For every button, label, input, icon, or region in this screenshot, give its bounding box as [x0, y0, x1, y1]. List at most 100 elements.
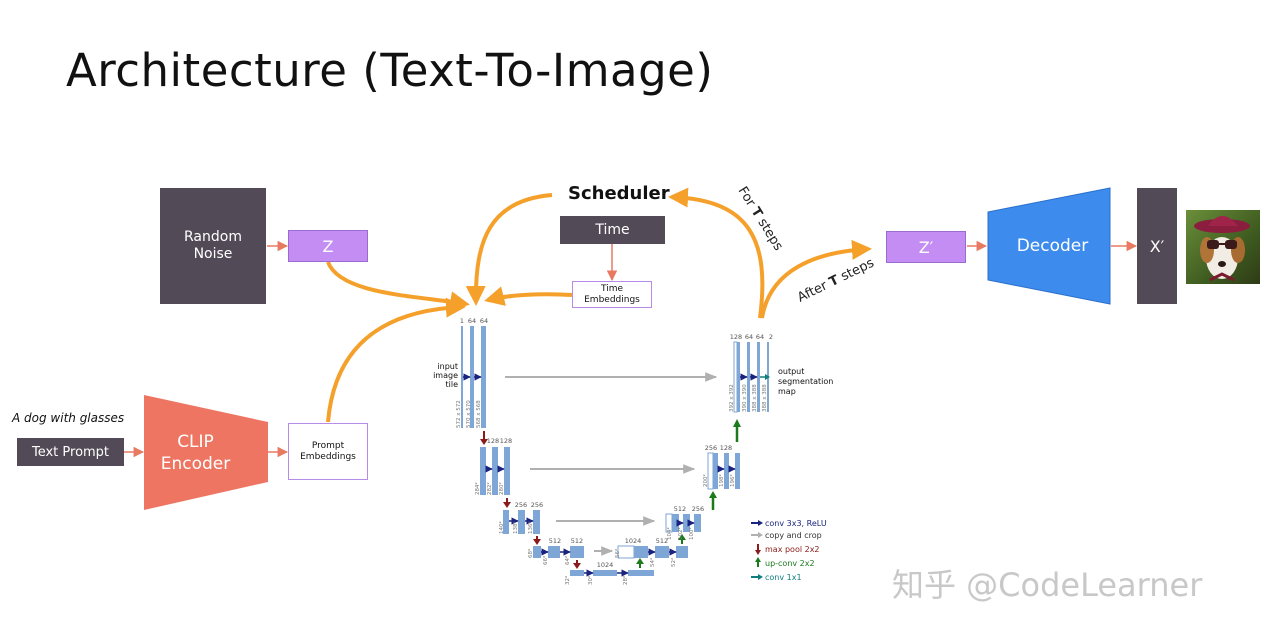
- prompt-caption: A dog with glasses: [12, 411, 125, 425]
- unet-size-label: 388 x 388: [762, 384, 768, 412]
- unet-size-label: 572 x 572: [456, 400, 462, 428]
- unet-size-label: 140²: [498, 521, 505, 534]
- unet-size-label: 390 x 390: [742, 384, 748, 412]
- unet-bar: [724, 453, 729, 489]
- decoder-label: Decoder: [1016, 236, 1089, 256]
- unet-bar: [533, 510, 540, 534]
- unet-bar: [548, 546, 560, 558]
- legend-copy-arrowhead: [758, 532, 763, 538]
- unet-channel-label: 512: [674, 505, 686, 513]
- unet-size-label: 200²: [702, 474, 709, 487]
- prompt-embeddings-to-unet-arrow: [326, 297, 466, 423]
- unet-size-label: 30²: [587, 576, 594, 585]
- unet-size-label: 68²: [527, 549, 534, 558]
- unet-channel-label: 128: [500, 437, 512, 445]
- page-title: Architecture (Text-To-Image): [66, 44, 714, 97]
- legend-conv1x1-arrowhead: [758, 574, 763, 580]
- maxpool-arrowhead: [533, 539, 541, 545]
- prompt-embeddings-box: Prompt Embeddings: [288, 423, 368, 480]
- unet-size-label: 284²: [474, 482, 481, 495]
- unet-channel-label: 1: [460, 317, 464, 325]
- unet-bar: [634, 546, 648, 558]
- unet-bar: [461, 326, 463, 428]
- unet-bar: [694, 514, 701, 532]
- upconv-arrowhead: [678, 534, 686, 540]
- conv1x1-arrowhead: [765, 374, 770, 380]
- decoder-shape: [987, 187, 1111, 305]
- unet-bar: [655, 546, 669, 558]
- unet-bar: [683, 514, 690, 532]
- scheduler-to-unet-arrow: [465, 193, 553, 306]
- unet-size-label: 64²: [564, 556, 571, 565]
- unet-channel-label: 256: [531, 501, 543, 509]
- unet-bar: [628, 570, 654, 576]
- unet-size-label: 32²: [564, 576, 571, 585]
- unet-channel-label: 64: [480, 317, 488, 325]
- unet-bar: [737, 342, 740, 412]
- unet-size-label: 52²: [670, 558, 677, 567]
- unet-bar: [757, 342, 760, 412]
- unet-to-zprime-arrow: [760, 239, 872, 319]
- time-embeddings-to-unet-arrow: [484, 286, 573, 306]
- unet-bar: [570, 546, 584, 558]
- unet-channel-label: 512: [549, 537, 561, 545]
- text-prompt-box: Text Prompt: [17, 438, 124, 466]
- unet-bar: [503, 510, 509, 534]
- unet-size-label: 100²: [688, 527, 695, 540]
- unet-channel-label: 512: [656, 537, 668, 545]
- unet-channel-label: 256: [515, 501, 527, 509]
- upconv-arrowhead: [636, 558, 644, 564]
- unet-size-label: 104²: [666, 527, 673, 540]
- glasses-lens: [1225, 240, 1237, 249]
- legend-label: up-conv 2x2: [765, 559, 815, 568]
- unet-channel-label: 128: [730, 333, 742, 341]
- upconv-arrowhead: [733, 419, 741, 427]
- unet-size-label: 388 x 388: [752, 384, 758, 412]
- legend-conv-arrowhead: [758, 520, 763, 526]
- time-box: Time: [560, 216, 665, 244]
- unet-output-label: output segmentation map: [778, 367, 834, 396]
- unet-channel-label: 1024: [625, 537, 642, 545]
- legend-maxpool-arrowhead: [755, 550, 761, 555]
- dog-nose: [1218, 261, 1226, 267]
- unet-bar: [480, 447, 486, 495]
- unet-bar: [747, 342, 750, 412]
- unet-channel-label: 128: [720, 444, 732, 452]
- random-noise-box: Random Noise: [160, 188, 266, 304]
- legend-label: max pool 2x2: [765, 545, 820, 554]
- unet-bar: [481, 326, 486, 428]
- z-to-unet-arrow: [326, 261, 470, 312]
- legend-label: conv 1x1: [765, 573, 802, 582]
- unet-size-label: 568 x 568: [476, 400, 482, 428]
- unet-channel-label: 128: [487, 437, 499, 445]
- unet-channel-label: 64: [756, 333, 764, 341]
- maxpool-arrowhead: [503, 502, 511, 508]
- dog-image: [1186, 210, 1260, 284]
- unet-channel-label: 2: [769, 333, 773, 341]
- unet-channel-label: 1024: [597, 561, 614, 569]
- z-box: Z: [288, 230, 368, 262]
- unet-size-label: 102²: [677, 527, 684, 540]
- maxpool-arrowhead: [480, 439, 488, 445]
- unet-size-label: 54²: [649, 558, 656, 567]
- unet-size-label: 136²: [527, 521, 534, 534]
- unet-size-label: 392 x 392: [729, 384, 735, 412]
- unet-size-label: 66²: [542, 556, 549, 565]
- unet-channel-label: 256: [705, 444, 717, 452]
- unet-bar: [504, 447, 510, 495]
- unet-bar: [593, 570, 617, 576]
- unet-bar: [570, 570, 584, 576]
- hat-crown: [1208, 216, 1238, 226]
- unet-to-scheduler-arrow: [668, 187, 765, 319]
- unet-bar: [676, 546, 688, 558]
- unet-bar: [713, 453, 718, 489]
- unet-diagram: 1 64 64 128 128 256 256 512 512 1024 102…: [456, 317, 827, 585]
- legend-label: copy and crop: [765, 531, 822, 540]
- unet-channel-label: 64: [468, 317, 476, 325]
- unet-size-label: 280²: [498, 482, 505, 495]
- x-prime-box: X′: [1137, 188, 1177, 304]
- clip-encoder-label: CLIP Encoder: [160, 432, 231, 474]
- unet-size-label: 198²: [718, 474, 725, 487]
- unet-input-label: input image tile: [433, 362, 458, 389]
- unet-bar: [533, 546, 541, 558]
